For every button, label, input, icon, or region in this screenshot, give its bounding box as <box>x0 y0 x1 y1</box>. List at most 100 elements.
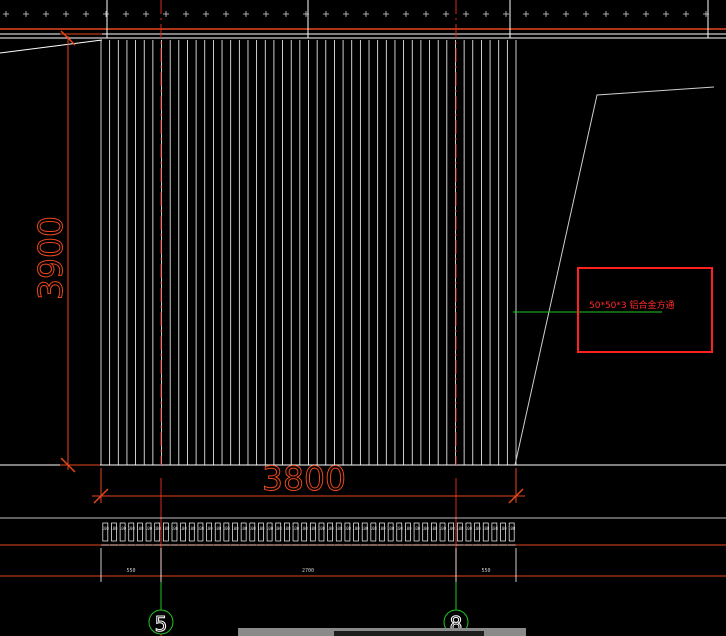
grid-plus-mark <box>663 11 669 17</box>
slat-panel <box>100 40 517 465</box>
tube-tag: 100 <box>145 526 153 531</box>
tube-section: 100 <box>403 522 412 546</box>
grid-plus-mark <box>143 11 149 17</box>
tube-tag: 100 <box>136 526 144 531</box>
grid-plus-mark <box>623 11 629 17</box>
grid-plus-mark <box>83 11 89 17</box>
tube-tag: 100 <box>102 526 110 531</box>
tube-tag: 100 <box>456 526 464 531</box>
tube-section: 100 <box>239 522 248 546</box>
tube-section: 100 <box>222 522 231 546</box>
grid-plus-mark <box>203 11 209 17</box>
grid-plus-mark <box>423 11 429 17</box>
top-grid-strip <box>0 0 726 39</box>
grid-plus-mark <box>63 11 69 17</box>
callout-highlight-box <box>577 267 713 353</box>
tube-tag: 100 <box>404 526 412 531</box>
grid-plus-mark <box>43 11 49 17</box>
tube-section: 100 <box>248 522 257 546</box>
axis-marker-5: 5 <box>148 582 174 636</box>
tube-tag: 100 <box>301 526 309 531</box>
grid-plus-mark <box>303 11 309 17</box>
tube-section: 100 <box>447 522 455 546</box>
tube-section: 100 <box>412 522 421 546</box>
tube-tag: 100 <box>352 526 360 531</box>
tube-tag: 100 <box>249 526 257 531</box>
callout-text: 50*50*3 铝合金方通 <box>589 299 675 311</box>
tube-section: 100 <box>317 522 326 546</box>
tube-tag: 100 <box>413 526 421 531</box>
tube-section: 100 <box>429 522 438 546</box>
tube-tag: 100 <box>473 526 481 531</box>
grid-plus-mark <box>263 11 269 17</box>
tube-section: 100 <box>127 522 135 546</box>
height-dimension: 3900 <box>31 30 102 473</box>
tube-section: 100 <box>334 522 343 546</box>
tube-tag: 100 <box>188 526 196 531</box>
height-dimension-label: 3900 <box>31 216 70 300</box>
tube-section: 100 <box>455 522 464 546</box>
tube-section: 100 <box>490 522 499 546</box>
grid-plus-mark <box>383 11 389 17</box>
tube-tag: 100 <box>223 526 231 531</box>
tube-section: 100 <box>109 522 118 546</box>
grid-plus-mark <box>163 11 169 17</box>
tube-tag: 100 <box>465 526 473 531</box>
tube-section: 100 <box>438 522 447 546</box>
tube-section: 100 <box>352 522 360 546</box>
tube-tag: 100 <box>499 526 507 531</box>
grid-plus-mark <box>223 11 229 17</box>
grid-plus-mark <box>703 11 709 17</box>
tube-section: 100 <box>481 522 490 546</box>
grid-plus-mark <box>123 11 129 17</box>
tube-tag: 100 <box>180 526 188 531</box>
tube-section: 100 <box>153 522 161 546</box>
tube-tag: 100 <box>370 526 378 531</box>
tube-tag: 100 <box>214 526 222 531</box>
tube-section: 100 <box>170 522 179 546</box>
tube-tag: 100 <box>205 526 213 531</box>
tube-tag: 100 <box>344 526 352 531</box>
bottom-dimension: 550 2700 550 <box>0 548 726 582</box>
tube-tag: 100 <box>378 526 386 531</box>
tube-tag: 100 <box>171 526 179 531</box>
tube-section: 100 <box>377 522 386 546</box>
bottom-dim-right: 550 <box>481 568 490 574</box>
tube-tag: 100 <box>283 526 291 531</box>
grid-plus-mark <box>3 11 9 17</box>
tube-section: 100 <box>464 522 473 546</box>
grid-plus-mark <box>183 11 189 17</box>
tube-section: 100 <box>300 522 309 546</box>
tube-section: 100 <box>473 522 481 546</box>
grid-plus-mark <box>483 11 489 17</box>
tube-tag: 100 <box>335 526 343 531</box>
bottom-dim-middle: 2700 <box>302 568 314 574</box>
grid-plus-mark <box>543 11 549 17</box>
tube-section: 100 <box>386 522 395 546</box>
tube-section: 100 <box>118 522 127 546</box>
grid-plus-mark <box>283 11 289 17</box>
tube-section: 100 <box>291 522 300 546</box>
width-dimension: 3800 <box>92 459 525 504</box>
grid-plus-mark <box>363 11 369 17</box>
tube-tag: 100 <box>318 526 326 531</box>
grid-plus-mark <box>343 11 349 17</box>
tube-section: 100 <box>274 522 282 546</box>
tube-section: 100 <box>308 522 317 546</box>
tube-tag: 100 <box>240 526 248 531</box>
grid-plus-mark <box>523 11 529 17</box>
tube-tag: 100 <box>162 526 170 531</box>
bottom-dim-left: 550 <box>126 568 135 574</box>
grid-plus-mark <box>243 11 249 17</box>
tube-tag: 100 <box>119 526 127 531</box>
tube-section: 100 <box>343 522 352 546</box>
grid-plus-mark <box>683 11 689 17</box>
tube-tag: 100 <box>231 526 239 531</box>
grid-plus-mark <box>443 11 449 17</box>
width-dimension-label: 3800 <box>262 459 346 498</box>
tube-tag: 100 <box>110 526 118 531</box>
grid-plus-mark <box>23 11 29 17</box>
tube-section: 100 <box>213 522 222 546</box>
